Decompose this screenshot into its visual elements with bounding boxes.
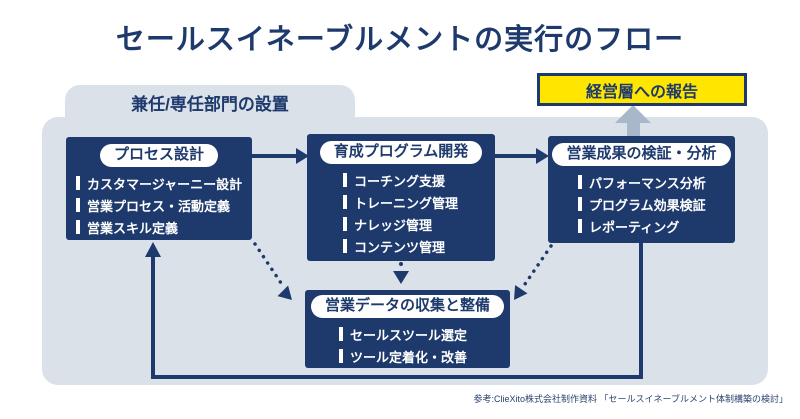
data-collection-items: セールスツール選定 ツール定着化・改善 xyxy=(305,323,510,367)
verification-analysis-box: 営業成果の検証・分析 パフォーマンス分析 プログラム効果検証 レポーティング xyxy=(548,136,735,243)
program-development-title: 育成プログラム開発 xyxy=(319,141,483,164)
bullet-bar-icon xyxy=(76,220,80,234)
process-design-box: プロセス設計 カスタマージャーニー設計 営業プロセス・活動定義 営業スキル定義 xyxy=(66,137,252,240)
list-item-label: トレーニング管理 xyxy=(354,195,459,211)
list-item-label: レポーティング xyxy=(589,219,680,235)
bullet-bar-icon xyxy=(343,239,347,253)
list-item-label: パフォーマンス分析 xyxy=(589,175,706,191)
list-item: 営業プロセス・活動定義 xyxy=(76,194,252,216)
bullet-bar-icon xyxy=(343,173,347,187)
list-item: コンテンツ管理 xyxy=(343,235,495,257)
bullet-bar-icon xyxy=(578,197,582,211)
bullet-bar-icon xyxy=(339,349,343,363)
bullet-bar-icon xyxy=(578,219,582,233)
list-item-label: セールスツール選定 xyxy=(350,327,468,343)
list-item: プログラム効果検証 xyxy=(578,193,735,215)
data-collection-title: 営業データの収集と整備 xyxy=(310,295,504,318)
program-development-items: コーチング支援 トレーニング管理 ナレッジ管理 コンテンツ管理 xyxy=(307,169,495,257)
list-item-label: コーチング支援 xyxy=(354,173,446,189)
verification-analysis-items: パフォーマンス分析 プログラム効果検証 レポーティング xyxy=(548,171,735,237)
report-to-management-box: 経営層への報告 xyxy=(537,73,747,106)
program-development-box: 育成プログラム開発 コーチング支援 トレーニング管理 ナレッジ管理 コンテンツ管… xyxy=(307,134,495,261)
bullet-bar-icon xyxy=(343,195,347,209)
list-item-label: 営業スキル定義 xyxy=(87,220,179,236)
list-item: セールスツール選定 xyxy=(339,323,510,345)
process-design-items: カスタマージャーニー設計 営業プロセス・活動定義 営業スキル定義 xyxy=(66,172,252,238)
panel-tab-label: 兼任/専任部門の設置 xyxy=(131,94,289,114)
list-item-label: カスタマージャーニー設計 xyxy=(87,176,243,192)
page-title: セールスイネーブルメントの実行のフロー xyxy=(115,24,685,56)
list-item: カスタマージャーニー設計 xyxy=(76,172,252,194)
bullet-bar-icon xyxy=(578,175,582,189)
list-item: 営業スキル定義 xyxy=(76,216,252,238)
panel-tab: 兼任/専任部門の設置 xyxy=(65,85,355,119)
list-item-label: コンテンツ管理 xyxy=(354,239,446,255)
bullet-bar-icon xyxy=(76,198,80,212)
list-item-label: プログラム効果検証 xyxy=(589,197,706,213)
bullet-bar-icon xyxy=(76,176,80,190)
process-design-title: プロセス設計 xyxy=(99,144,218,167)
list-item-label: ツール定着化・改善 xyxy=(350,349,468,365)
list-item: パフォーマンス分析 xyxy=(578,171,735,193)
list-item-label: 営業プロセス・活動定義 xyxy=(87,198,231,214)
data-collection-box: 営業データの収集と整備 セールスツール選定 ツール定着化・改善 xyxy=(305,290,510,368)
list-item: コーチング支援 xyxy=(343,169,495,191)
bullet-bar-icon xyxy=(343,217,347,231)
list-item: レポーティング xyxy=(578,215,735,237)
list-item-label: ナレッジ管理 xyxy=(354,217,433,233)
report-box-label: 経営層への報告 xyxy=(585,83,698,101)
bullet-bar-icon xyxy=(339,327,343,341)
list-item: トレーニング管理 xyxy=(343,191,495,213)
verification-analysis-title: 営業成果の検証・分析 xyxy=(552,143,731,166)
source-citation: 参考:ClieXito株式会社制作資料 「セールスイネーブルメント体制構築の検討… xyxy=(473,394,788,404)
list-item: ナレッジ管理 xyxy=(343,213,495,235)
list-item: ツール定着化・改善 xyxy=(339,345,510,367)
